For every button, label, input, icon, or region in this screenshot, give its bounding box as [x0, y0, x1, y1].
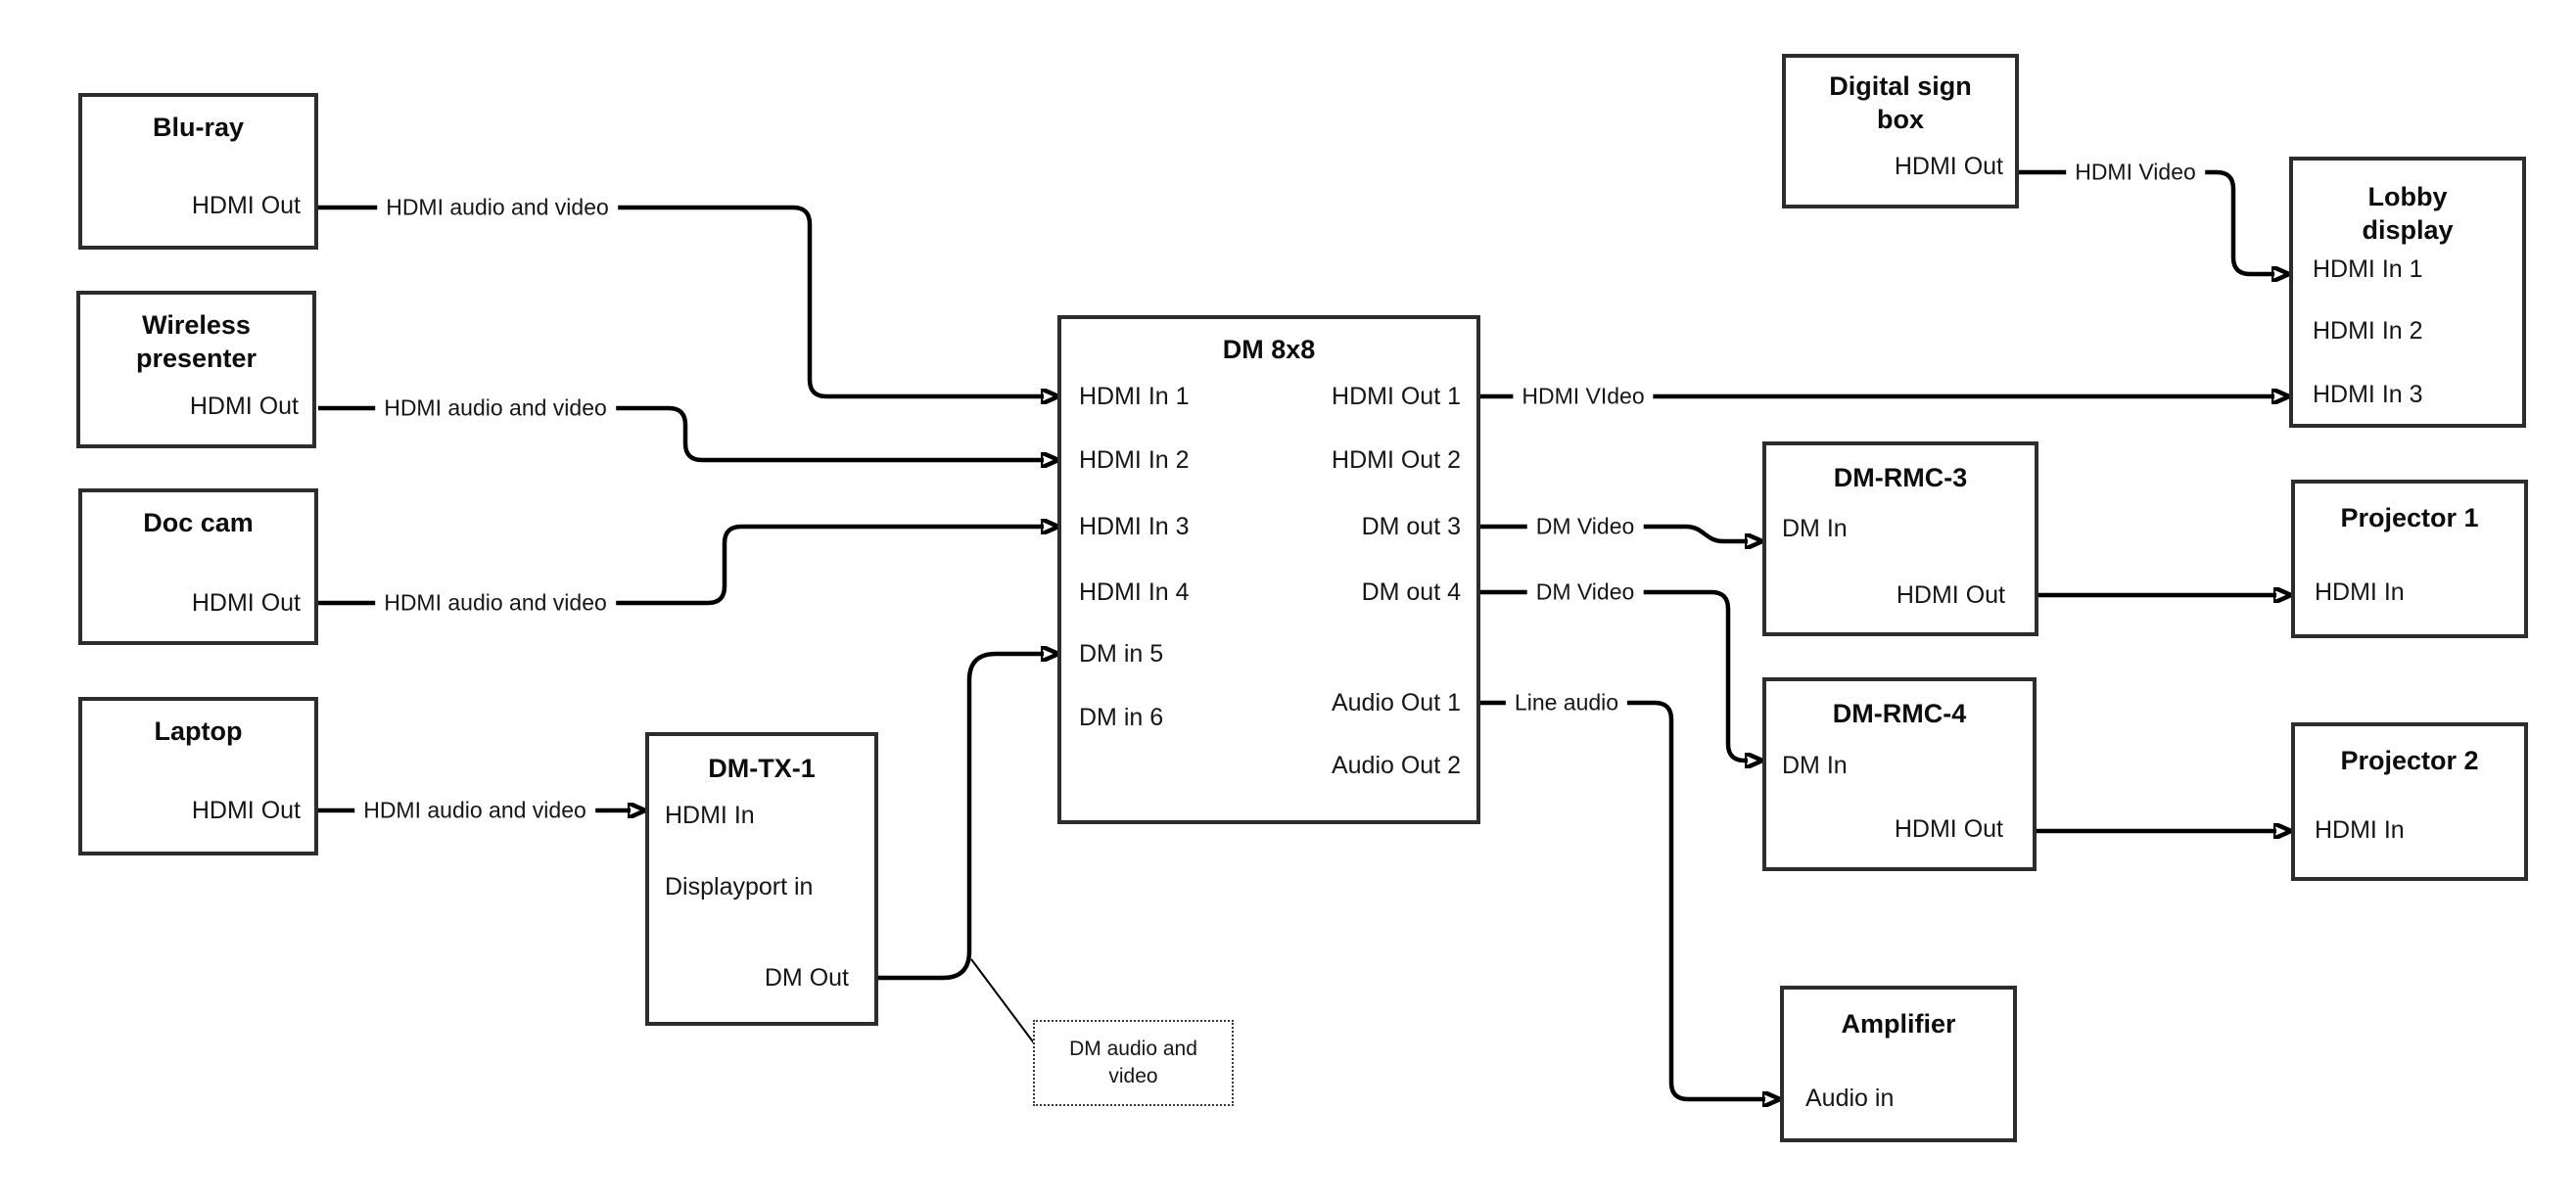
node-title: Projector 2	[2340, 746, 2479, 775]
port-hdmi-in-1: HDMI In 1	[1079, 383, 1190, 410]
node-wireless-presenter: Wireless presenter HDMI Out	[76, 291, 316, 448]
node-title: Blu-ray	[152, 113, 245, 142]
edge-label-bluray: HDMI audio and video	[377, 192, 618, 223]
port-hdmi-in-1: HDMI In 1	[2313, 255, 2423, 283]
edge-label-wireless: HDMI audio and video	[375, 393, 616, 424]
wire-dmtx1-to-dm-in-5	[878, 654, 1044, 981]
node-title: Wireless presenter	[135, 310, 258, 373]
node-title: DM-TX-1	[708, 754, 816, 783]
port-hdmi-in: HDMI In	[665, 802, 755, 829]
node-projector-1: Projector 1 HDMI In	[2291, 480, 2528, 638]
node-laptop: Laptop HDMI Out	[78, 697, 318, 855]
port-hdmi-in: HDMI In	[2315, 816, 2405, 844]
node-dm-tx-1: DM-TX-1 HDMI In Displayport in DM Out	[645, 732, 878, 1026]
node-dm-rmc-4: DM-RMC-4 DM In HDMI Out	[1762, 677, 2037, 871]
port-audio-out-1: Audio Out 1	[1331, 689, 1461, 716]
edge-label-doccam: HDMI audio and video	[375, 587, 616, 619]
node-title: DM 8x8	[1222, 335, 1316, 364]
port-hdmi-out-1: HDMI Out 1	[1332, 383, 1461, 410]
node-title: Lobby display	[2362, 182, 2454, 245]
node-title: DM-RMC-4	[1832, 699, 1967, 728]
edge-label-laptop: HDMI audio and video	[354, 795, 595, 826]
port-hdmi-in-2: HDMI In 2	[1079, 446, 1190, 474]
wire-dm-out-4-to-dmrmc4	[1480, 589, 1748, 761]
port-dm-out: DM Out	[764, 964, 849, 992]
node-digital-sign-box: Digital sign box HDMI Out	[1782, 54, 2019, 208]
port-dm-out-4: DM out 4	[1361, 578, 1461, 606]
node-title: Projector 1	[2340, 503, 2479, 532]
port-dm-in: DM In	[1782, 752, 1848, 779]
port-hdmi-in-4: HDMI In 4	[1079, 578, 1190, 606]
port-hdmi-out-2: HDMI Out 2	[1332, 446, 1461, 474]
edge-label-hdmi-video-sign: HDMI Video	[2066, 157, 2205, 188]
note-dm-audio-and-video: DM audio and video	[1033, 1020, 1234, 1106]
port-hdmi-out: HDMI Out	[1896, 581, 2005, 609]
node-dm-8x8: DM 8x8 HDMI In 1 HDMI In 2 HDMI In 3 HDM…	[1057, 315, 1480, 824]
port-dm-in-6: DM in 6	[1079, 704, 1164, 731]
node-title: DM-RMC-3	[1833, 463, 1968, 492]
node-amplifier: Amplifier Audio in	[1780, 986, 2017, 1142]
edge-label-dm-video-out4: DM Video	[1526, 577, 1644, 608]
node-dm-rmc-3: DM-RMC-3 DM In HDMI Out	[1762, 441, 2038, 636]
port-hdmi-out: HDMI Out	[191, 192, 301, 219]
port-hdmi-in-3: HDMI In 3	[2313, 381, 2423, 408]
node-title: Amplifier	[1841, 1009, 1956, 1039]
node-title: Doc cam	[143, 508, 254, 537]
edge-label-dm-video-out3: DM Video	[1526, 511, 1644, 542]
port-hdmi-in: HDMI In	[2315, 578, 2405, 606]
wire-dm-out-3-to-dmrmc3	[1480, 524, 1748, 541]
port-dm-out-3: DM out 3	[1361, 513, 1461, 540]
port-dm-in: DM In	[1782, 515, 1848, 542]
edge-label-line-audio: Line audio	[1505, 687, 1628, 718]
port-displayport-in: Displayport in	[665, 873, 814, 901]
node-title: Laptop	[154, 716, 243, 746]
edge-label-hdmi-video-out1: HDMI VIdeo	[1513, 381, 1654, 412]
node-blu-ray: Blu-ray HDMI Out	[78, 93, 318, 250]
port-hdmi-out: HDMI Out	[189, 393, 299, 420]
note-text: DM audio and video	[1069, 1038, 1197, 1087]
wire-wireless-to-hdmi-in-2	[318, 405, 1044, 460]
wire-doccam-to-hdmi-in-3	[318, 527, 1044, 606]
wire-audio-out-1-to-amplifier	[1480, 700, 1765, 1099]
port-audio-out-2: Audio Out 2	[1331, 752, 1461, 779]
node-doc-cam: Doc cam HDMI Out	[78, 488, 318, 645]
port-hdmi-in-2: HDMI In 2	[2313, 317, 2423, 345]
node-lobby-display: Lobby display HDMI In 1 HDMI In 2 HDMI I…	[2289, 157, 2526, 428]
port-hdmi-out: HDMI Out	[1894, 153, 2003, 180]
port-dm-in-5: DM in 5	[1079, 640, 1164, 668]
note-callout-line	[970, 958, 1036, 1045]
port-hdmi-out: HDMI Out	[191, 797, 301, 824]
node-projector-2: Projector 2 HDMI In	[2291, 722, 2528, 881]
port-hdmi-out: HDMI Out	[191, 589, 301, 617]
port-hdmi-in-3: HDMI In 3	[1079, 513, 1190, 540]
wire-bluray-to-hdmi-in-1	[318, 205, 1044, 396]
wire-digitalsign-to-lobby	[2019, 169, 2274, 274]
port-audio-in: Audio in	[1805, 1085, 1895, 1112]
port-hdmi-out: HDMI Out	[1894, 815, 2003, 843]
node-title: Digital sign box	[1829, 71, 1972, 134]
